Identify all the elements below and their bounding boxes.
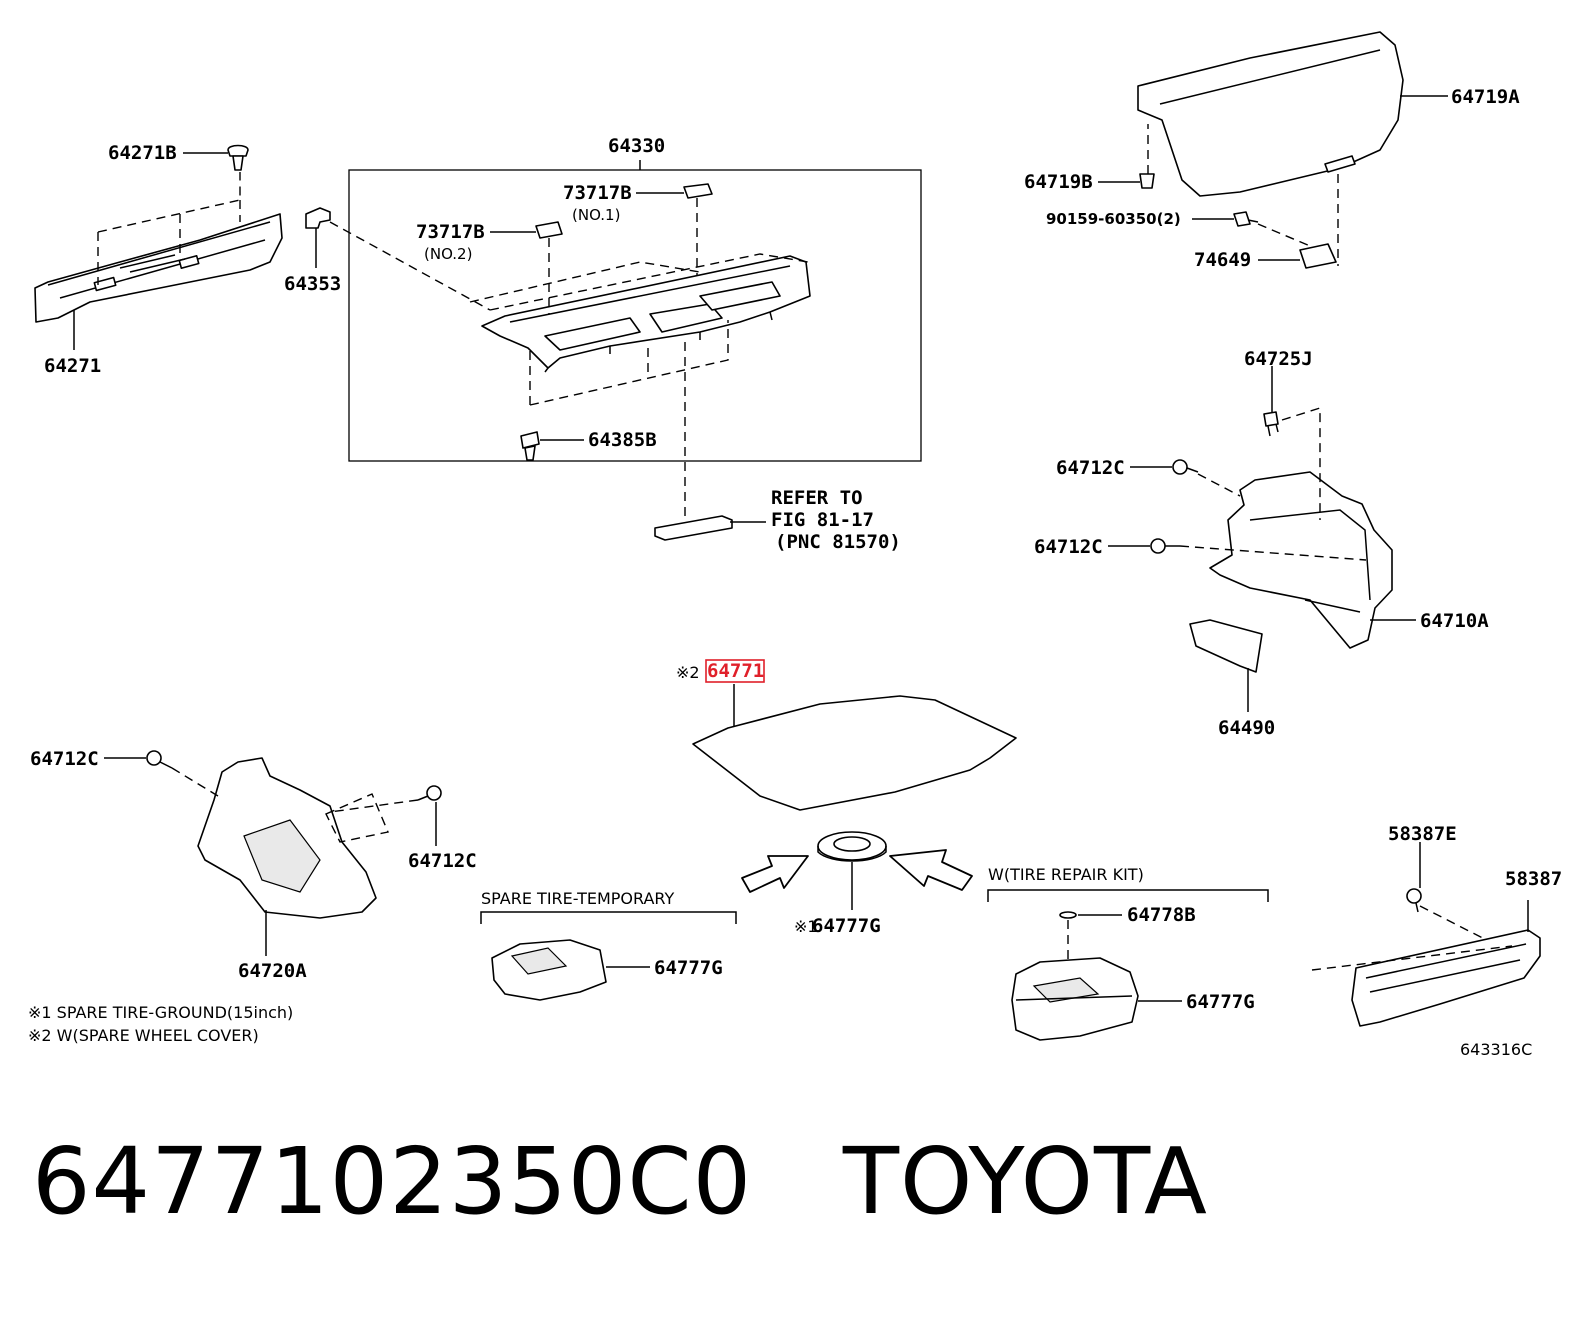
clip-73717B-no2 xyxy=(535,221,563,239)
label-spare-tire-temporary: SPARE TIRE-TEMPORARY xyxy=(481,889,675,908)
part-64777G-cap xyxy=(817,831,887,862)
part-64719A-panel xyxy=(1137,31,1404,197)
screw-90159-60350 xyxy=(1233,211,1259,227)
screw-64712C-middle xyxy=(1150,538,1180,554)
label-64720A: 64720A xyxy=(238,960,307,982)
part-number-text: 6477102350C0 xyxy=(32,1128,753,1235)
label-73717B-2: 73717B xyxy=(416,221,485,243)
label-64271B: 64271B xyxy=(108,142,177,164)
part-64777G-repair-kit xyxy=(1011,957,1139,1041)
label-64778B: 64778B xyxy=(1127,904,1196,926)
screw-64712C-right xyxy=(417,785,442,801)
label-64777G-c: 64777G xyxy=(1186,991,1255,1013)
label-64725J: 64725J xyxy=(1244,348,1313,370)
refer-line3: (PNC 81570) xyxy=(775,531,901,553)
label-73717B-1: 73717B xyxy=(563,182,632,204)
highlight-box-64771 xyxy=(705,659,765,683)
part-64771-mat xyxy=(692,695,1017,811)
clip-73717B-no1 xyxy=(683,183,713,199)
part-58387-scuff-plate xyxy=(1351,929,1541,1027)
label-no1: (NO.1) xyxy=(572,206,620,224)
label-64490: 64490 xyxy=(1218,717,1275,739)
clip-74649 xyxy=(1299,243,1337,269)
screw-64719B xyxy=(1139,173,1155,189)
label-tire-repair-kit: W(TIRE REPAIR KIT) xyxy=(988,865,1144,884)
clip-64725J xyxy=(1263,411,1279,437)
label-64777G-a: 64777G xyxy=(654,957,723,979)
part-64330-package-tray xyxy=(481,255,811,373)
part-64720A-trim xyxy=(197,757,377,919)
part-refer-fig81-17 xyxy=(654,515,733,541)
label-64719B: 64719B xyxy=(1024,171,1093,193)
figure-code: 643316C xyxy=(1460,1040,1532,1059)
label-74649: 74649 xyxy=(1194,249,1251,271)
label-64712C-b: 64712C xyxy=(1034,536,1103,558)
mark-1: ※1 xyxy=(794,917,818,936)
label-64271: 64271 xyxy=(44,355,101,377)
screw-64712C-upper xyxy=(1172,459,1199,475)
screw-58387E xyxy=(1406,888,1422,913)
label-64385B: 64385B xyxy=(588,429,657,451)
mark-2: ※2 xyxy=(676,663,700,682)
label-64777G-b: 64777G xyxy=(812,915,881,937)
label-58387E: 58387E xyxy=(1388,823,1457,845)
label-64353: 64353 xyxy=(284,273,341,295)
arrow-right xyxy=(889,849,973,891)
footer-title: 6477102350C0 TOYOTA xyxy=(32,1128,1208,1235)
refer-line1: REFER TO xyxy=(771,487,863,509)
label-no2: (NO.2) xyxy=(424,245,472,263)
label-64712C-d: 64712C xyxy=(408,850,477,872)
screw-64712C-left xyxy=(146,750,173,769)
note-1: ※1 SPARE TIRE-GROUND(15inch) xyxy=(28,1003,293,1022)
label-64712C-a: 64712C xyxy=(1056,457,1125,479)
pin-64778B xyxy=(1059,911,1077,919)
label-64712C-c: 64712C xyxy=(30,748,99,770)
label-64330: 64330 xyxy=(608,135,665,157)
part-64353-bracket xyxy=(305,207,331,229)
refer-line2: FIG 81-17 xyxy=(771,509,874,531)
part-64777G-spare-temp xyxy=(491,939,607,1001)
label-64771: 64771 xyxy=(707,660,764,682)
arrow-left xyxy=(741,855,809,893)
part-64490 xyxy=(1189,619,1263,673)
clip-64385B xyxy=(520,431,540,461)
part-64271-trim xyxy=(34,213,283,323)
assembly-box-64330 xyxy=(348,169,922,462)
part-64710A-trim xyxy=(1209,471,1393,649)
label-64719A: 64719A xyxy=(1451,86,1520,108)
clip-64271B xyxy=(227,144,249,171)
label-58387: 58387 xyxy=(1505,868,1562,890)
label-64710A: 64710A xyxy=(1420,610,1489,632)
note-2: ※2 W(SPARE WHEEL COVER) xyxy=(28,1026,259,1045)
brand-text: TOYOTA xyxy=(842,1128,1208,1235)
label-90159-60350: 90159-60350(2) xyxy=(1046,210,1181,228)
